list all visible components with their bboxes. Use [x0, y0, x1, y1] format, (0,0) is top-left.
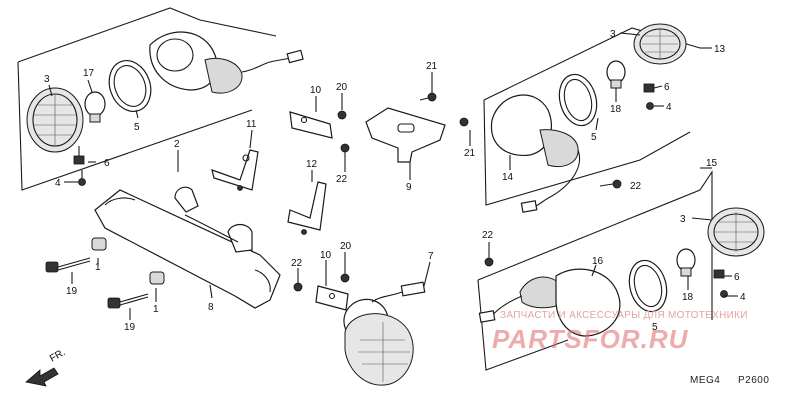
label-5-rear: 5 — [652, 322, 658, 333]
watermark-brand: PARTSFOR.RU — [492, 324, 689, 354]
label-6-rear: 6 — [734, 272, 740, 283]
label-1-lower: 1 — [153, 304, 159, 315]
label-22-a: 22 — [336, 174, 348, 185]
bolt-19-lower — [107, 293, 149, 309]
right-signal-bulb-18 — [606, 60, 626, 89]
right-rear-signal-lens-3 — [707, 207, 765, 257]
main-stay-8 — [94, 186, 281, 309]
left-signal-gasket — [108, 60, 152, 112]
lower-left-signal-housing — [343, 281, 426, 386]
right-signal-screw-4 — [646, 102, 654, 110]
bolt-22-a — [340, 143, 350, 153]
label-19-upper: 19 — [66, 286, 78, 297]
bracket-12 — [287, 181, 327, 235]
diagram-code-left: MEG4 — [690, 375, 720, 386]
bracket-9 — [365, 107, 446, 163]
group-frame-left — [17, 7, 277, 63]
right-signal-gasket-5 — [558, 73, 598, 127]
right-rear-signal-bulb-18 — [676, 248, 696, 277]
label-10-upper: 10 — [310, 85, 322, 96]
label-11: 11 — [246, 119, 257, 130]
callout-labels: 17 3 5 6 4 2 11 10 20 21 21 9 22 12 10 2… — [44, 29, 746, 333]
leader-lines — [48, 32, 738, 320]
bracket-10-lower — [315, 285, 349, 311]
label-22-b: 22 — [291, 258, 303, 269]
label-4-left: 4 — [55, 178, 61, 189]
front-marker-label: FR. — [48, 347, 67, 365]
label-5-mid: 5 — [591, 132, 597, 143]
label-6-left: 6 — [104, 158, 110, 169]
group-frame-15-lower — [477, 279, 569, 371]
label-20-upper: 20 — [336, 82, 348, 93]
right-signal-lens-3 — [633, 23, 687, 65]
collar-1-upper — [91, 237, 107, 251]
bolt-20-upper — [337, 110, 347, 120]
label-22-d: 22 — [630, 181, 642, 192]
label-3-upper: 3 — [610, 29, 616, 40]
label-4-upper: 4 — [666, 102, 672, 113]
bracket-10-upper — [289, 111, 333, 139]
left-signal-lens — [26, 87, 84, 153]
label-15: 15 — [706, 158, 718, 169]
bolt-21-upper — [419, 92, 437, 102]
label-2: 2 — [174, 139, 180, 150]
label-6-upper: 6 — [664, 82, 670, 93]
bolt-22-b — [293, 282, 303, 292]
diagram-code-right: P2600 — [738, 375, 769, 386]
label-14: 14 — [502, 172, 514, 183]
label-13: 13 — [714, 44, 726, 55]
label-21-right: 21 — [464, 148, 476, 159]
label-8: 8 — [208, 302, 214, 313]
right-rear-signal-housing-16 — [478, 268, 621, 337]
label-18-upper: 18 — [610, 104, 622, 115]
label-17: 17 — [83, 68, 95, 79]
label-7: 7 — [428, 251, 434, 262]
group-frame-13 — [483, 99, 691, 206]
collar-1-lower — [149, 271, 165, 285]
bolt-19-upper — [45, 257, 91, 273]
right-signal-nut-6 — [643, 83, 655, 93]
right-rear-signal-nut-6 — [713, 269, 725, 279]
front-direction-marker: FR. — [25, 347, 67, 387]
bolt-22-d — [612, 179, 622, 189]
watermark-tagline: ЗАПЧАСТИ И АКСЕССУАРЫ ДЛЯ МОТОТЕХНИКИ — [500, 310, 748, 321]
bracket-11 — [211, 149, 259, 191]
label-19-lower: 19 — [124, 322, 136, 333]
right-signal-housing-14 — [490, 94, 580, 213]
label-3-left: 3 — [44, 74, 50, 85]
label-1-upper: 1 — [95, 262, 101, 273]
label-18-rear: 18 — [682, 292, 694, 303]
label-20-lower: 20 — [340, 241, 352, 252]
watermark: ЗАПЧАСТИ И АКСЕССУАРЫ ДЛЯ МОТОТЕХНИКИ PA… — [492, 310, 748, 354]
label-4-rear: 4 — [740, 292, 746, 303]
group-frame-left-lower — [17, 61, 253, 191]
left-signal-housing — [149, 31, 304, 94]
bolt-21-right — [459, 117, 469, 127]
bolt-20-lower — [340, 273, 350, 283]
label-16: 16 — [592, 256, 604, 267]
label-5-left: 5 — [134, 122, 140, 133]
bolt-22-c — [484, 257, 494, 267]
label-10-lower: 10 — [320, 250, 332, 261]
group-frame-15 — [477, 170, 713, 320]
left-signal-bulb — [84, 91, 106, 123]
label-3-rear: 3 — [680, 214, 686, 225]
label-12: 12 — [306, 159, 318, 170]
label-9: 9 — [406, 182, 412, 193]
left-signal-nut-6 — [73, 146, 85, 165]
label-22-c: 22 — [482, 230, 494, 241]
left-signal-screw-4 — [78, 170, 86, 186]
label-21-upper: 21 — [426, 61, 438, 72]
right-rear-signal-gasket-5 — [628, 259, 668, 313]
